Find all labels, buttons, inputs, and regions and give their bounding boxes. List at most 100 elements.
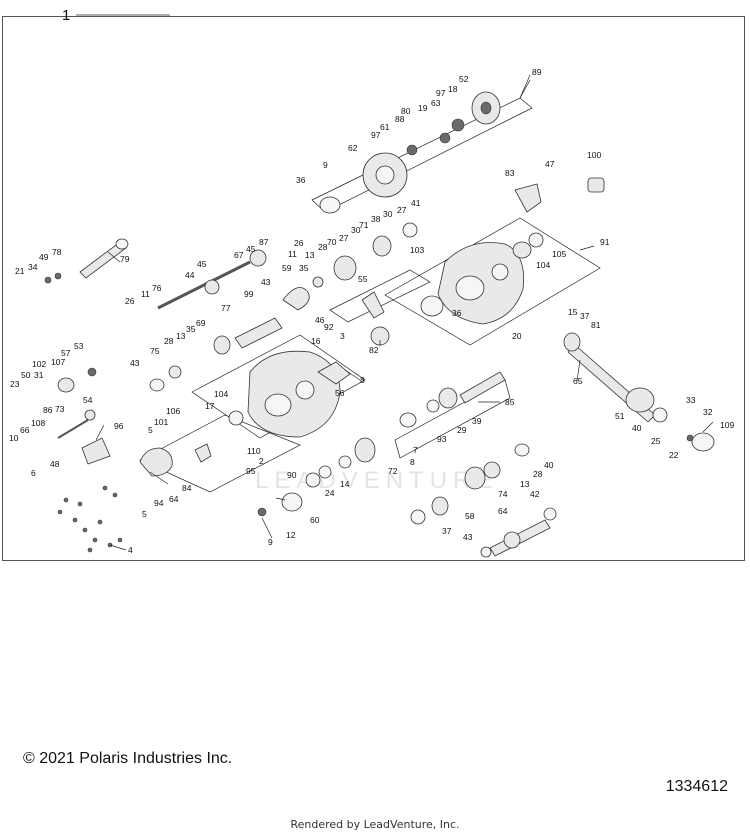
- callout: 86: [43, 405, 53, 415]
- callout: 75: [150, 346, 160, 356]
- callout: 95: [246, 466, 256, 476]
- callout: 8: [410, 457, 415, 467]
- callout: 49: [39, 252, 49, 262]
- callout: 73: [55, 404, 65, 414]
- callout: 64: [169, 494, 179, 504]
- callout: 62: [348, 143, 358, 153]
- shaft-85: [459, 371, 506, 404]
- callout: 83: [505, 168, 515, 178]
- callout: 37: [442, 526, 452, 536]
- callout: 102: [32, 359, 46, 369]
- callout: 30: [383, 209, 393, 219]
- leader-lines: [95, 74, 714, 551]
- outline-82: [329, 269, 431, 323]
- callout: 28: [533, 469, 543, 479]
- callout: 5: [142, 509, 147, 519]
- bearing-36-top: [319, 196, 341, 214]
- callout: 66: [20, 425, 30, 435]
- outline-84: [139, 414, 301, 493]
- callout: 89: [532, 67, 542, 77]
- callout: 93: [437, 434, 447, 444]
- callout: 28: [318, 242, 328, 252]
- callout: 46: [315, 315, 325, 325]
- callout: 45: [197, 259, 207, 269]
- callout: 17: [205, 401, 215, 411]
- callout: 107: [51, 357, 65, 367]
- rendered-by-footer: Rendered by LeadVenture, Inc.: [290, 818, 460, 831]
- callout: 110: [247, 446, 261, 456]
- motor-84: [139, 447, 173, 477]
- callout: 38: [371, 214, 381, 224]
- callout: 103: [410, 245, 424, 255]
- callout: 30: [351, 225, 361, 235]
- callout: 58: [465, 511, 475, 521]
- callout: 35: [186, 324, 196, 334]
- callout: 81: [591, 320, 601, 330]
- callout: 39: [472, 416, 482, 426]
- callout: 109: [720, 420, 734, 430]
- callout: 79: [120, 254, 130, 264]
- callout: 45: [246, 244, 256, 254]
- callout: 55: [358, 274, 368, 284]
- callout: 94: [154, 498, 164, 508]
- callout: 2: [259, 456, 264, 466]
- callout: 31: [34, 370, 44, 380]
- callout: 40: [632, 423, 642, 433]
- callout: 78: [52, 247, 62, 257]
- callout: 14: [340, 479, 350, 489]
- callout: 47: [545, 159, 555, 169]
- callout: 59: [282, 263, 292, 273]
- callout: 64: [498, 506, 508, 516]
- callout: 48: [50, 459, 60, 469]
- bracket-83: [514, 183, 542, 213]
- callout: 85: [505, 397, 515, 407]
- callout: 74: [498, 489, 508, 499]
- callout: 18: [448, 84, 458, 94]
- callout: 27: [397, 205, 407, 215]
- callout: 42: [530, 489, 540, 499]
- callout: 91: [600, 237, 610, 247]
- callout: 19: [418, 103, 428, 113]
- bracket-95: [194, 443, 212, 463]
- callout: 43: [130, 358, 140, 368]
- callout: 28: [164, 336, 174, 346]
- callout: 26: [125, 296, 135, 306]
- callout: 63: [431, 98, 441, 108]
- callout: 51: [615, 411, 625, 421]
- callout: 54: [83, 395, 93, 405]
- callout: 76: [152, 283, 162, 293]
- belt-99: [282, 287, 310, 311]
- callout: 37: [580, 311, 590, 321]
- copyright-notice: © 2021 Polaris Industries Inc.: [23, 750, 233, 767]
- callout: 50: [21, 370, 31, 380]
- callout: 101: [154, 417, 168, 427]
- callout: 44: [185, 270, 195, 280]
- callout: 34: [28, 262, 38, 272]
- callout: 41: [411, 198, 421, 208]
- callout: 97: [436, 88, 446, 98]
- cover-56: [317, 361, 351, 385]
- callout: 7: [413, 445, 418, 455]
- callout: 80: [401, 106, 411, 116]
- callout: 9: [323, 160, 328, 170]
- drawing-number: 1334612: [665, 778, 728, 795]
- callout: 92: [324, 322, 334, 332]
- part-shapes: [44, 91, 715, 558]
- callout: 36: [452, 308, 462, 318]
- callout: 12: [286, 530, 296, 540]
- callout: 9: [268, 537, 273, 547]
- callout: 22: [669, 450, 679, 460]
- callout: 33: [686, 395, 696, 405]
- disc-60: [281, 492, 303, 512]
- main-callout-label: 1: [62, 7, 70, 24]
- callout: 52: [459, 74, 469, 84]
- callout: 43: [261, 277, 271, 287]
- callout: 69: [196, 318, 206, 328]
- callout: 13: [305, 250, 315, 260]
- callout: 27: [339, 233, 349, 243]
- callout: 104: [536, 260, 550, 270]
- callout: 21: [15, 266, 25, 276]
- callout: 11: [141, 289, 150, 299]
- callout: 67: [234, 250, 244, 260]
- callout: 16: [311, 336, 321, 346]
